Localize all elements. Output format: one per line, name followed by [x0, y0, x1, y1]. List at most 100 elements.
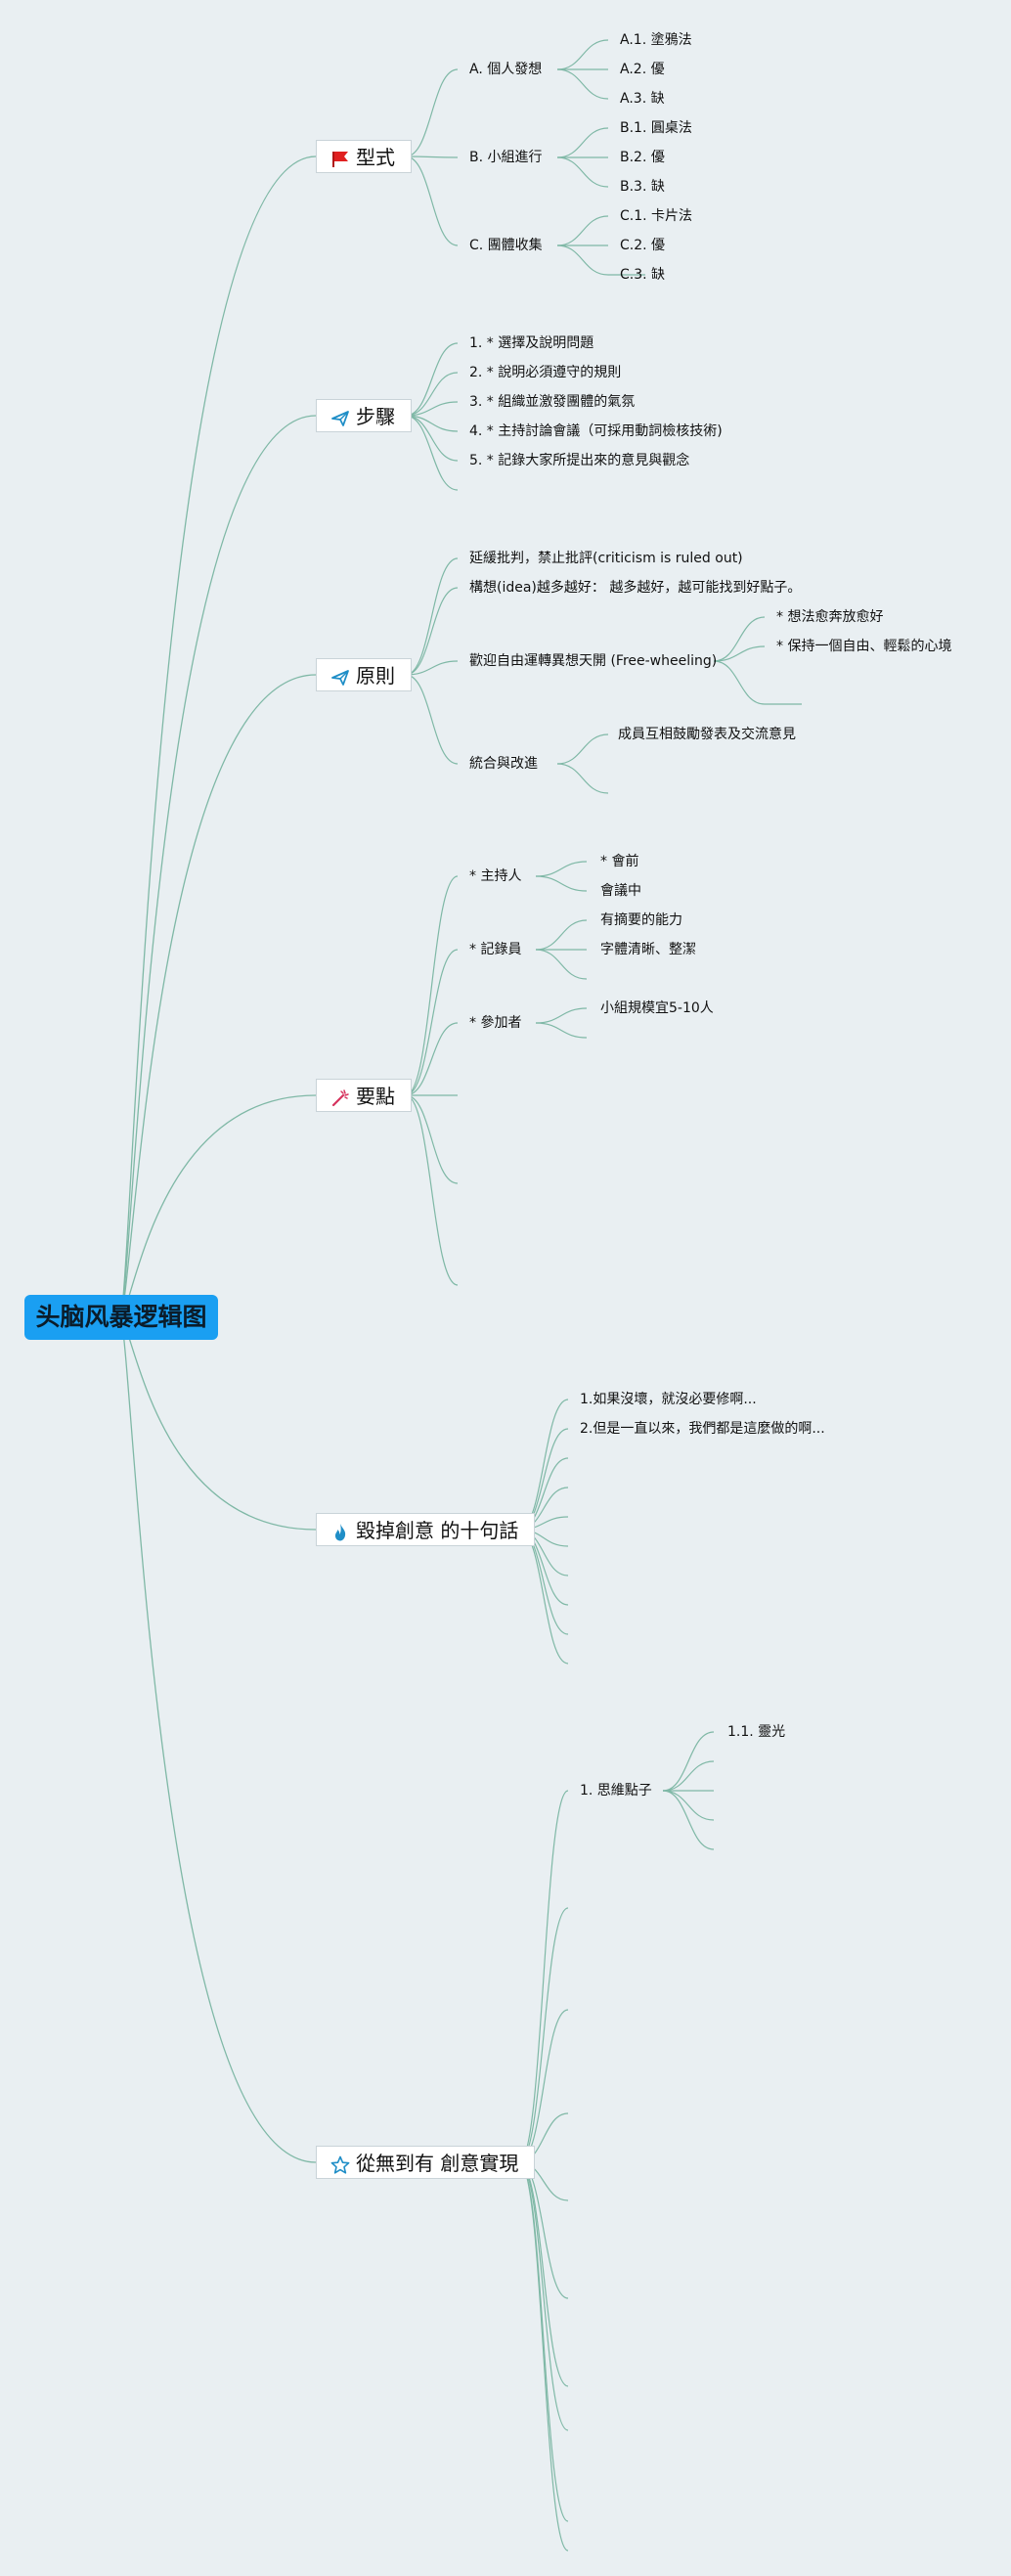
principle-item[interactable]: 構想(idea)越多越好： 越多越好，越可能找到好點子。 [469, 580, 802, 596]
branch-link [405, 1022, 459, 1096]
red-flag-icon [330, 150, 350, 169]
principle-item[interactable]: 延緩批判，禁止批評(criticism is ruled out) [469, 551, 743, 566]
format-team[interactable]: C. 團體收集 [469, 238, 543, 253]
branch-link [405, 674, 459, 765]
branch-link [405, 660, 459, 676]
format-team-item[interactable]: C.2. 優 [620, 238, 666, 253]
branch-label: 從無到有 創意實現 [356, 2152, 519, 2175]
branch-label: 型式 [356, 146, 395, 169]
participant-item[interactable]: 小組規模宜5-10人 [600, 1000, 714, 1016]
star-icon [330, 2155, 350, 2175]
format-group-item[interactable]: B.3. 缺 [620, 179, 665, 195]
recorder-item[interactable]: 字體清晰、整潔 [600, 942, 696, 957]
paper-plane-icon [330, 668, 350, 688]
format-team-item[interactable]: C.1. 卡片法 [620, 208, 693, 224]
freewheeling-item[interactable]: * 保持一個自由、輕鬆的心境 [776, 639, 952, 654]
branch-link [405, 557, 459, 676]
sub-link [535, 949, 588, 980]
branch-format[interactable]: 型式 [316, 140, 412, 173]
step-item[interactable]: 3. * 組織並激發團體的氣氛 [469, 394, 636, 410]
branch-keypoints[interactable]: 要點 [316, 1079, 412, 1112]
principle-integrate[interactable]: 統合與改進 [469, 756, 538, 772]
sub-link [556, 763, 609, 794]
branch-label: 步驟 [356, 405, 395, 428]
root-link [120, 1316, 317, 1531]
sub-link [662, 1790, 715, 1821]
branch-link [405, 155, 459, 158]
sub-link [662, 1760, 715, 1792]
branch-link [518, 2161, 569, 2431]
branch-link [405, 1094, 459, 1184]
branch-link [518, 1529, 569, 1665]
format-group[interactable]: B. 小組進行 [469, 150, 543, 165]
sub-link [556, 68, 609, 100]
branch-label: 要點 [356, 1085, 395, 1108]
paper-plane-icon [330, 409, 350, 428]
sub-link [713, 645, 766, 662]
format-team-item[interactable]: C.3. 缺 [620, 267, 666, 283]
phrase-item[interactable]: 2.但是一直以來，我們都是這麼做的啊... [580, 1421, 825, 1437]
phrase-item[interactable]: 1.如果沒壞，就沒必要修啊... [580, 1392, 757, 1407]
recorder-item[interactable]: 有摘要的能力 [600, 912, 682, 928]
branch-link [405, 1094, 459, 1286]
format-individual-item[interactable]: A.3. 缺 [620, 91, 665, 107]
root-link [120, 415, 317, 1318]
branch-link [405, 415, 459, 432]
role-host[interactable]: * 主持人 [469, 868, 522, 884]
sub-link [535, 861, 588, 877]
format-group-item[interactable]: B.2. 優 [620, 150, 665, 165]
sub-link [535, 1022, 588, 1039]
host-item[interactable]: * 會前 [600, 854, 639, 869]
integrate-item[interactable]: 成員互相鼓勵發表及交流意見 [618, 727, 796, 742]
principle-freewheeling[interactable]: 歡迎自由運轉異想天開 (Free-wheeling) [469, 653, 718, 669]
sub-link [556, 127, 609, 158]
branch-principles[interactable]: 原則 [316, 658, 412, 691]
sub-link [556, 39, 609, 70]
sub-link [535, 919, 588, 951]
step-item[interactable]: 1. * 選擇及說明問題 [469, 335, 594, 351]
root-link [120, 1094, 317, 1318]
root-link [120, 674, 317, 1318]
branch-link [405, 587, 459, 676]
branch-link [405, 342, 459, 417]
sub-link [556, 733, 609, 765]
branch-ten-phrases[interactable]: 毀掉創意 的十句話 [316, 1513, 536, 1546]
branch-link [518, 1907, 569, 2163]
branch-link [518, 2161, 569, 2552]
sub-link [556, 156, 609, 188]
format-individual-item[interactable]: A.1. 塗鴉法 [620, 32, 692, 48]
freewheeling-item[interactable]: * 想法愈奔放愈好 [776, 609, 884, 625]
root-link [120, 155, 317, 1318]
step-item[interactable]: 5. * 記錄大家所提出來的意見與觀念 [469, 453, 690, 468]
branch-link [405, 949, 459, 1096]
branch-link [405, 415, 459, 462]
branch-link [518, 1790, 569, 2163]
branch-realization[interactable]: 從無到有 創意實現 [316, 2146, 536, 2179]
format-group-item[interactable]: B.1. 圓桌法 [620, 120, 692, 136]
sub-link [662, 1790, 715, 1850]
branch-link [405, 415, 459, 491]
role-participant[interactable]: * 參加者 [469, 1015, 522, 1031]
branch-link [518, 1399, 569, 1531]
step-item[interactable]: 4. * 主持討論會議（可採用動詞檢核技術) [469, 423, 723, 439]
host-item[interactable]: 會議中 [600, 883, 641, 899]
branch-link [405, 401, 459, 417]
branch-link [405, 875, 459, 1096]
format-individual-item[interactable]: A.2. 優 [620, 62, 665, 77]
sub-link [556, 215, 609, 246]
root-link [120, 1316, 317, 2163]
sub-link [713, 616, 766, 662]
sub-link [662, 1731, 715, 1792]
sub-link [556, 244, 609, 276]
role-recorder[interactable]: * 記錄員 [469, 942, 522, 957]
step-item[interactable]: 2. * 說明必須遵守的規則 [469, 365, 622, 380]
branch-steps[interactable]: 步驟 [316, 399, 412, 432]
sub-link [713, 660, 766, 705]
format-individual[interactable]: A. 個人發想 [469, 62, 543, 77]
root-node[interactable]: 头脑风暴逻辑图 [24, 1295, 218, 1340]
branch-link [405, 68, 459, 157]
realization-ideas[interactable]: 1. 思維點子 [580, 1783, 652, 1799]
sub-link [535, 1007, 588, 1024]
ideas-item[interactable]: 1.1. 靈光 [727, 1724, 786, 1740]
